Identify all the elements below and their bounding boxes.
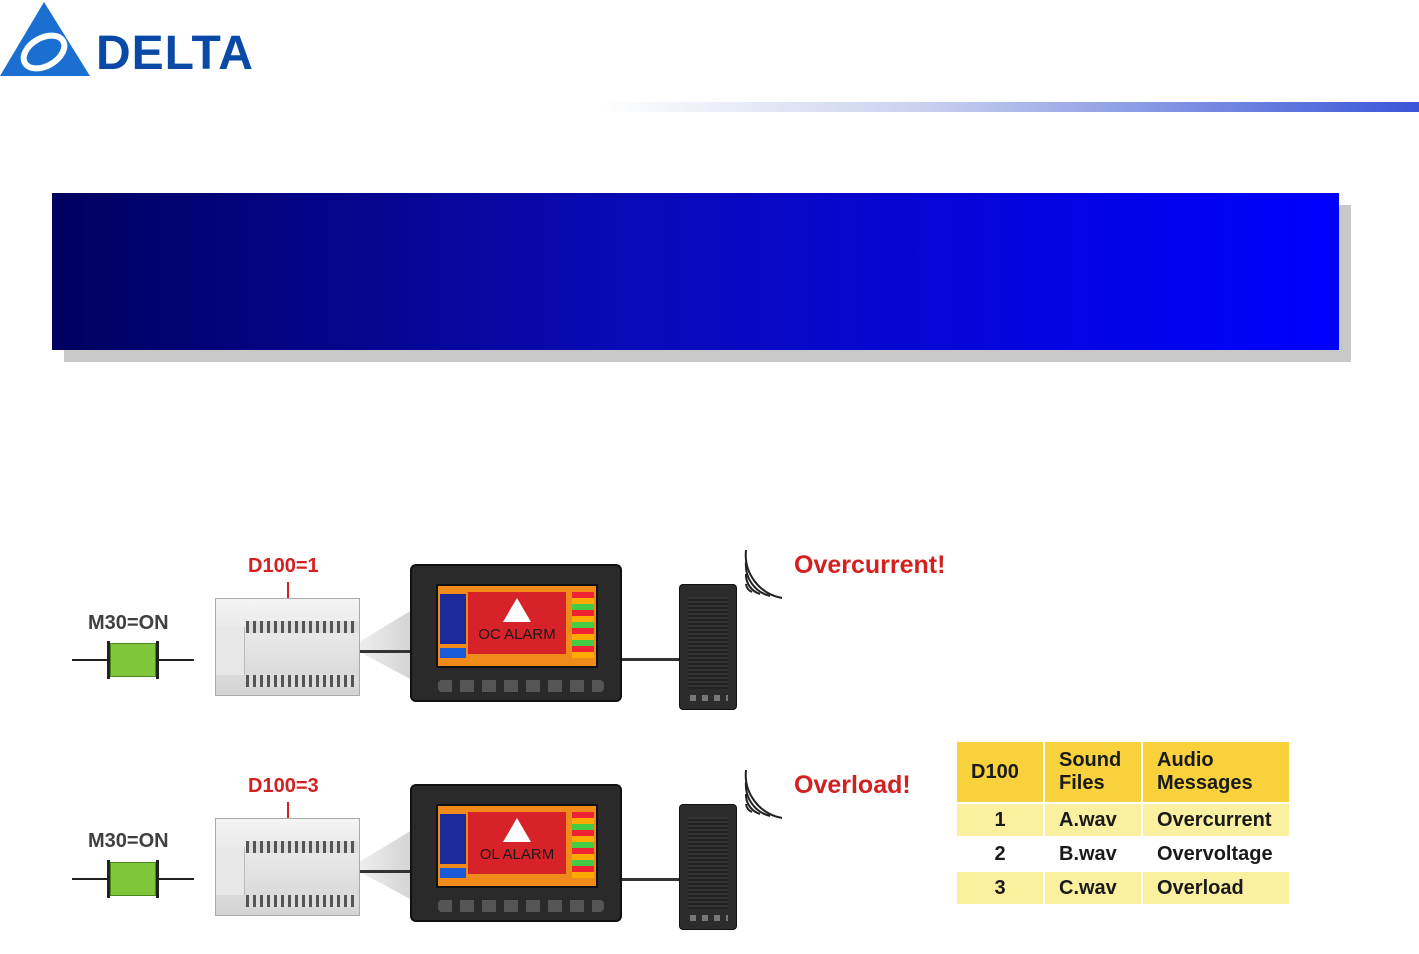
plc-terminal-bottom xyxy=(246,895,358,907)
audio-message: Overload! xyxy=(794,771,911,799)
contact-bar-right xyxy=(156,860,159,898)
contact-bar-left xyxy=(107,641,110,679)
table-cell: Overcurrent xyxy=(1143,804,1289,836)
hmi-alarm-panel: OL ALARM xyxy=(468,812,566,874)
table-cell: 1 xyxy=(957,804,1043,836)
plc-device-icon xyxy=(215,818,360,916)
hmi-screen-list xyxy=(440,594,466,644)
speaker-cable xyxy=(622,658,680,661)
hmi-keypad xyxy=(438,680,604,692)
plc-terminal-top xyxy=(246,841,358,853)
hmi-screen-list xyxy=(440,814,466,864)
warning-icon xyxy=(503,598,531,622)
contact-bar-right xyxy=(156,641,159,679)
hmi-device-icon: OC ALARM xyxy=(410,564,622,702)
speaker-device-icon xyxy=(679,804,737,930)
hmi-keypad xyxy=(438,900,604,912)
hmi-screen-buttons xyxy=(572,592,594,658)
table-cell: 3 xyxy=(957,872,1043,904)
table-header-row: D100 Sound Files Audio Messages xyxy=(957,742,1289,802)
hmi-next-button xyxy=(440,648,466,658)
plc-terminal-bottom xyxy=(246,675,358,687)
hmi-alarm-text: OL ALARM xyxy=(479,846,555,863)
table-row: 1 A.wav Overcurrent xyxy=(957,804,1289,836)
plc-device-icon xyxy=(215,598,360,696)
hmi-device-icon: OL ALARM xyxy=(410,784,622,922)
plc-beam xyxy=(360,830,412,900)
table-cell: Overvoltage xyxy=(1143,838,1289,870)
speaker-device-icon xyxy=(679,584,737,710)
trigger-label: M30=ON xyxy=(88,830,169,852)
table-row: 3 C.wav Overload xyxy=(957,872,1289,904)
register-label: D100=3 xyxy=(248,775,319,797)
table-cell: B.wav xyxy=(1045,838,1141,870)
sound-waves-icon xyxy=(744,549,783,599)
register-pin xyxy=(287,582,289,600)
contact-coil xyxy=(110,862,156,896)
table-row: 2 B.wav Overvoltage xyxy=(957,838,1289,870)
example-row-1: M30=ON D100=1 OC ALARM Overcurr xyxy=(0,540,1000,720)
column-header: Sound Files xyxy=(1045,742,1141,802)
hmi-screen: OC ALARM xyxy=(436,584,598,668)
hmi-alarm-text: OC ALARM xyxy=(478,626,556,643)
table-cell: A.wav xyxy=(1045,804,1141,836)
speaker-leds xyxy=(690,915,728,921)
hmi-screen: OL ALARM xyxy=(436,804,598,888)
header-gradient-bar xyxy=(600,102,1419,112)
table-cell: 2 xyxy=(957,838,1043,870)
plc-beam xyxy=(360,610,412,680)
delta-triangle-logo-icon xyxy=(0,2,90,76)
contact-coil xyxy=(110,643,156,677)
trigger-label: M30=ON xyxy=(88,612,169,634)
speaker-cable xyxy=(622,878,680,881)
plc-side-panel xyxy=(216,627,245,675)
hmi-next-button xyxy=(440,868,466,878)
plc-side-panel xyxy=(216,847,245,895)
hmi-screen-buttons xyxy=(572,812,594,878)
speaker-grill xyxy=(688,817,728,909)
register-pin xyxy=(287,802,289,820)
contact-bar-left xyxy=(107,860,110,898)
audio-message: Overcurrent! xyxy=(794,551,946,579)
hmi-alarm-panel: OC ALARM xyxy=(468,592,566,654)
table-cell: C.wav xyxy=(1045,872,1141,904)
speaker-grill xyxy=(688,597,728,689)
plc-terminal-top xyxy=(246,621,358,633)
sound-waves-icon xyxy=(744,769,783,819)
brand-name: DELTA xyxy=(96,27,254,80)
example-row-2: M30=ON D100=3 OL ALARM Overload xyxy=(0,760,1000,940)
delta-logo: DELTA xyxy=(0,0,260,82)
plc-cable xyxy=(360,650,412,653)
column-header: D100 xyxy=(957,742,1043,802)
sound-file-table: D100 Sound Files Audio Messages 1 A.wav … xyxy=(955,740,1291,906)
column-header: Audio Messages xyxy=(1143,742,1289,802)
title-banner xyxy=(52,193,1339,350)
plc-cable xyxy=(360,870,412,873)
warning-icon xyxy=(503,818,531,842)
register-label: D100=1 xyxy=(248,555,319,577)
speaker-leds xyxy=(690,695,728,701)
table-cell: Overload xyxy=(1143,872,1289,904)
